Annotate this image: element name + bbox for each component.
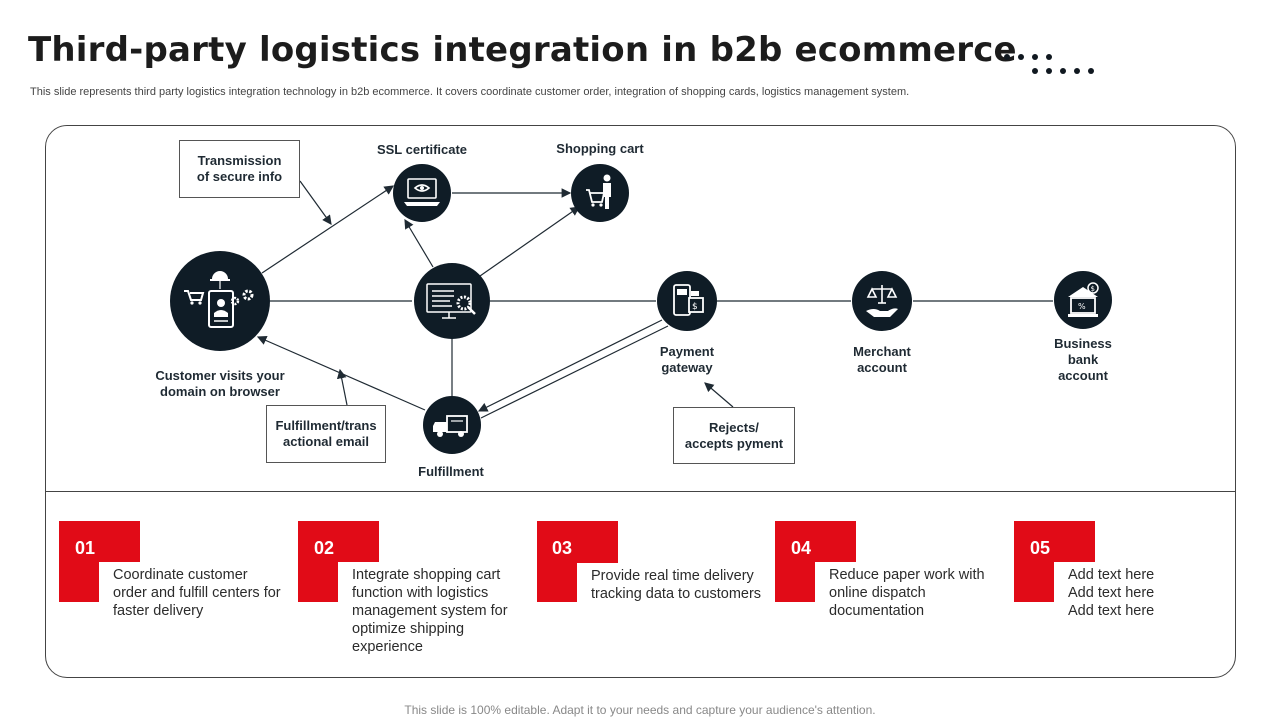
- step-text: Add text here Add text here Add text her…: [1054, 562, 1168, 620]
- pointer-rejects-box: [704, 382, 734, 408]
- balance-hand-icon: [866, 285, 898, 317]
- slide-footer: This slide is 100% editable. Adapt it to…: [404, 703, 876, 717]
- slide-subtitle: This slide represents third party logist…: [30, 86, 910, 98]
- pointer-secure-box: [299, 180, 332, 225]
- ssl-label: SSL certificate: [376, 142, 468, 157]
- content-panel: [45, 125, 1236, 678]
- delivery-truck-icon: [433, 415, 468, 437]
- flow-connectors: [256, 180, 1053, 419]
- step-number: 03: [552, 538, 573, 558]
- bank-label: Business bank account: [1054, 336, 1112, 383]
- step-number: 01: [75, 538, 96, 558]
- panel-divider: [46, 491, 1236, 492]
- arrow-customer-to-ssl: [261, 185, 394, 274]
- step-text: Integrate shopping cart function with lo…: [338, 562, 522, 656]
- fulfillment-node: [423, 396, 481, 454]
- ssl-node: [393, 164, 451, 222]
- customer-browser-icon: [184, 271, 254, 328]
- cart-node: [571, 164, 629, 222]
- slide-title: Third-party logistics integration in b2b…: [28, 30, 1017, 70]
- customer-label: Customer visits your domain on browser: [155, 368, 285, 399]
- rejects-callout: Rejects/ accepts pyment: [673, 407, 795, 464]
- svg-text:$: $: [692, 302, 698, 312]
- mobile-payment-icon: $: [673, 284, 704, 316]
- payment-node: $: [657, 271, 717, 331]
- arrow-payment-to-fulfillment-1: [477, 319, 663, 412]
- arrow-hub-to-ssl: [404, 218, 434, 268]
- email-callout: Fulfillment/trans actional email: [266, 405, 386, 463]
- secure-info-callout: Transmission of secure info: [179, 140, 300, 198]
- shopper-cart-icon: [586, 174, 611, 209]
- merchant-node: [852, 271, 912, 331]
- arrow-hub-to-cart: [479, 206, 580, 277]
- laptop-security-icon: [404, 178, 440, 206]
- step-text: Provide real time delivery tracking data…: [577, 563, 769, 603]
- cart-label: Shopping cart: [556, 141, 644, 156]
- customer-node: [170, 251, 270, 351]
- step-number: 05: [1030, 538, 1051, 558]
- monitor-analytics-icon: [426, 283, 476, 319]
- fulfillment-label: Fulfillment: [418, 464, 484, 479]
- bank-node: $ %: [1054, 271, 1112, 329]
- step-text: Reduce paper work with online dispatch d…: [815, 562, 999, 620]
- step-text: Coordinate customer order and fulfill ce…: [99, 562, 283, 620]
- arrow-payment-to-fulfillment-2: [480, 325, 669, 419]
- svg-text:$: $: [1091, 285, 1095, 293]
- merchant-label: Merchant account: [853, 344, 911, 375]
- bank-building-icon: $ %: [1068, 282, 1099, 317]
- payment-label: Payment gateway: [659, 344, 715, 375]
- step-number: 04: [791, 538, 812, 558]
- hub-node: [414, 263, 490, 339]
- svg-text:%: %: [1078, 302, 1086, 311]
- decorative-dots: [1000, 52, 1095, 82]
- pointer-email-box: [336, 368, 348, 406]
- step-number: 02: [314, 538, 335, 558]
